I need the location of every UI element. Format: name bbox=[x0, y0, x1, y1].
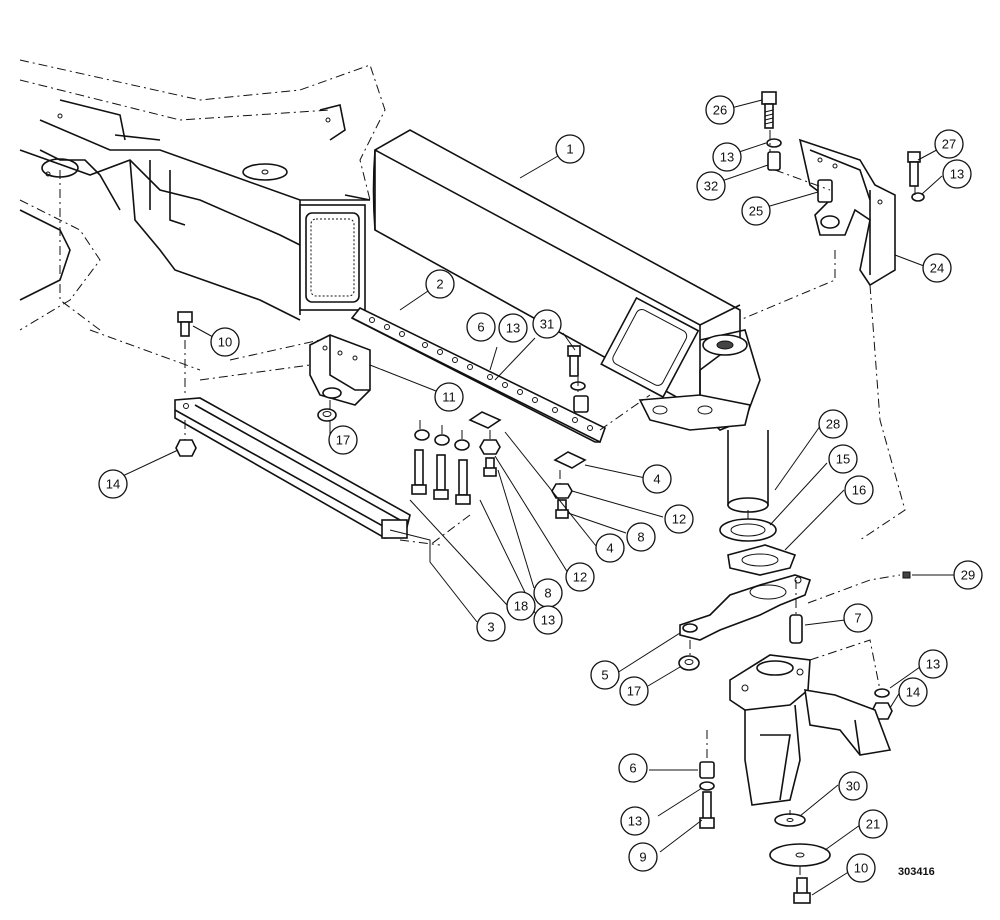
callout-12b: 12 bbox=[565, 562, 595, 592]
callout-29: 29 bbox=[953, 560, 983, 590]
callout-4b: 4 bbox=[595, 533, 625, 563]
channel-part-3 bbox=[174, 397, 411, 539]
callout-25: 25 bbox=[741, 196, 771, 226]
callout-label: 14 bbox=[906, 685, 920, 700]
callout-label: 17 bbox=[336, 433, 350, 448]
callout-label: 10 bbox=[854, 861, 868, 876]
callout-8b: 8 bbox=[533, 578, 563, 608]
callout-label: 17 bbox=[627, 684, 641, 699]
callout-label: 5 bbox=[601, 668, 608, 683]
callout-label: 12 bbox=[573, 570, 587, 585]
callout-label: 13 bbox=[628, 814, 642, 829]
callout-13d: 13 bbox=[942, 159, 972, 189]
callout-13e: 13 bbox=[918, 649, 948, 679]
callout-13c: 13 bbox=[712, 142, 742, 172]
callout-8a: 8 bbox=[626, 522, 656, 552]
callout-11: 11 bbox=[434, 382, 464, 412]
callout-label: 31 bbox=[540, 317, 554, 332]
callout-label: 1 bbox=[566, 142, 573, 157]
callout-15: 15 bbox=[828, 444, 858, 474]
callout-label: 18 bbox=[514, 599, 528, 614]
callout-label: 3 bbox=[487, 620, 494, 635]
alignment-lines bbox=[59, 130, 916, 878]
callout-label: 30 bbox=[846, 779, 860, 794]
callout-label: 4 bbox=[653, 472, 660, 487]
deck-frame bbox=[19, 59, 386, 331]
callout-30: 30 bbox=[838, 771, 868, 801]
callout-label: 24 bbox=[930, 261, 944, 276]
callout-16: 16 bbox=[844, 475, 874, 505]
callout-14a: 14 bbox=[98, 469, 128, 499]
callout-label: 13 bbox=[541, 613, 555, 628]
callout-label: 13 bbox=[720, 150, 734, 165]
callout-label: 27 bbox=[942, 137, 956, 152]
callout-label: 25 bbox=[749, 204, 763, 219]
callout-2: 2 bbox=[425, 269, 455, 299]
callout-label: 28 bbox=[826, 417, 840, 432]
callout-label: 11 bbox=[442, 390, 456, 405]
callout-label: 32 bbox=[704, 179, 718, 194]
callout-label: 14 bbox=[106, 477, 120, 492]
callout-10b: 10 bbox=[846, 853, 876, 883]
lower-assembly bbox=[679, 518, 892, 867]
flat-bar-part-2 bbox=[350, 306, 606, 444]
callout-7: 7 bbox=[843, 603, 873, 633]
callout-label: 29 bbox=[961, 568, 975, 583]
callout-27: 27 bbox=[934, 129, 964, 159]
callout-label: 4 bbox=[606, 541, 613, 556]
callout-6a: 6 bbox=[466, 312, 496, 342]
callout-10a: 10 bbox=[210, 327, 240, 357]
callout-13a: 13 bbox=[498, 313, 528, 343]
callout-bubbles: 1 2 3 4 4 5 6 6 7 8 8 9 10 10 11 12 12 1… bbox=[98, 95, 983, 883]
callout-label: 13 bbox=[926, 657, 940, 672]
callout-28: 28 bbox=[818, 409, 848, 439]
callout-label: 2 bbox=[436, 277, 443, 292]
callout-label: 12 bbox=[672, 512, 686, 527]
callout-13f: 13 bbox=[620, 806, 650, 836]
callout-13b: 13 bbox=[533, 605, 563, 635]
callout-label: 16 bbox=[852, 483, 866, 498]
block-bracket-part-11 bbox=[309, 334, 371, 406]
callout-3: 3 bbox=[476, 612, 506, 642]
callout-4a: 4 bbox=[642, 464, 672, 494]
callout-label: 15 bbox=[836, 452, 850, 467]
callout-label: 26 bbox=[713, 103, 727, 118]
callout-label: 13 bbox=[950, 167, 964, 182]
callout-label: 6 bbox=[629, 761, 636, 776]
callout-17a: 17 bbox=[328, 425, 358, 455]
callout-17b: 17 bbox=[619, 676, 649, 706]
callout-label: 10 bbox=[218, 335, 232, 350]
callout-label: 7 bbox=[854, 611, 861, 626]
callout-label: 13 bbox=[506, 321, 520, 336]
callout-label: 21 bbox=[866, 817, 880, 832]
callout-26: 26 bbox=[705, 95, 735, 125]
callout-9: 9 bbox=[628, 842, 658, 872]
callout-label: 6 bbox=[477, 320, 484, 335]
callout-12a: 12 bbox=[664, 504, 694, 534]
callout-21: 21 bbox=[858, 809, 888, 839]
main-tube-part-1 bbox=[372, 129, 769, 513]
callout-label: 9 bbox=[639, 850, 646, 865]
callout-label: 8 bbox=[637, 530, 644, 545]
callout-18: 18 bbox=[506, 591, 536, 621]
drawing-number: 303416 bbox=[898, 866, 935, 878]
callout-5: 5 bbox=[590, 660, 620, 690]
callout-14b: 14 bbox=[898, 677, 928, 707]
callout-32: 32 bbox=[696, 171, 726, 201]
callout-1: 1 bbox=[555, 134, 585, 164]
callout-31: 31 bbox=[532, 309, 562, 339]
callout-24: 24 bbox=[922, 253, 952, 283]
callout-label: 8 bbox=[544, 586, 551, 601]
fasteners bbox=[175, 91, 925, 904]
callout-6b: 6 bbox=[618, 753, 648, 783]
bracket-part-24 bbox=[798, 138, 896, 287]
